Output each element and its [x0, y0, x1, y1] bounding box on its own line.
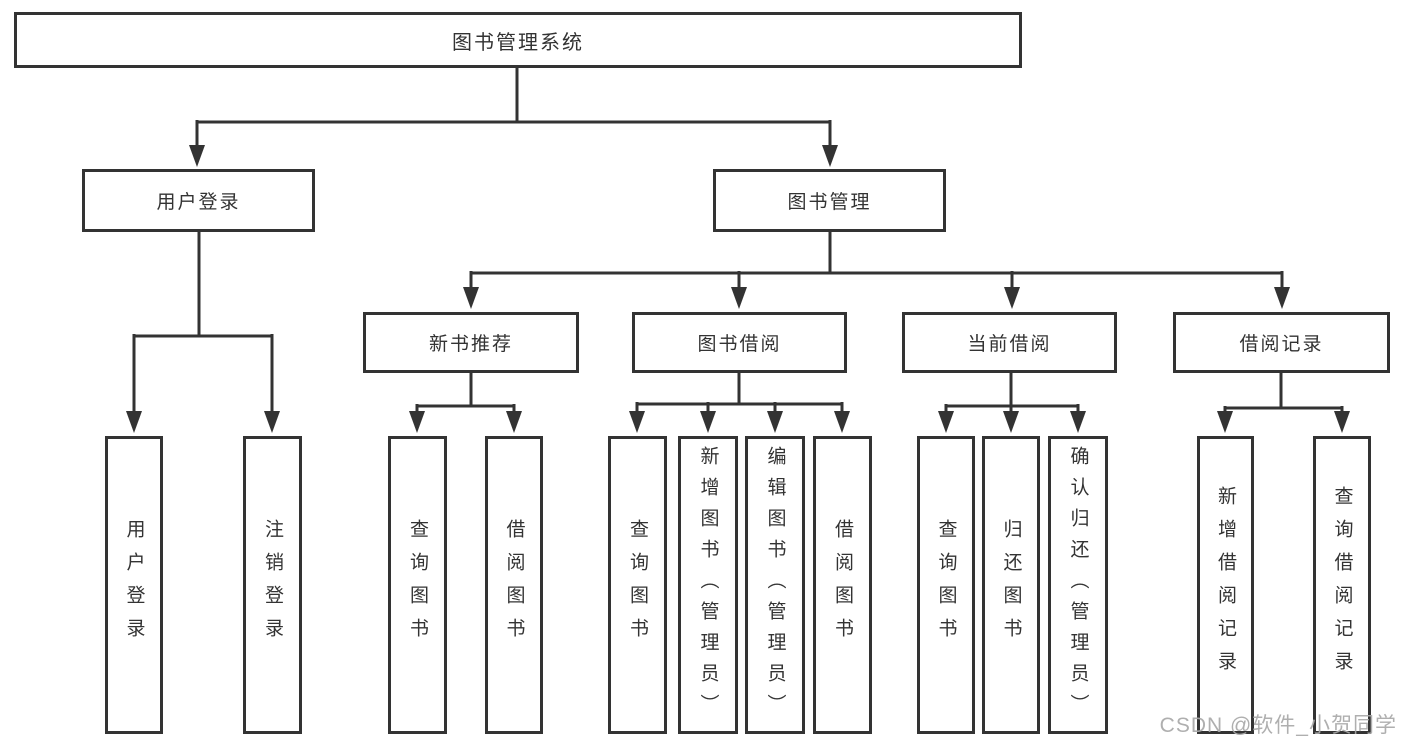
leaf-borrow-books-borrowing-label: 借阅图书: [832, 519, 853, 651]
node-current-borrowing: 当前借阅: [902, 312, 1117, 373]
node-root: 图书管理系统: [14, 12, 1022, 68]
node-book-management: 图书管理: [713, 169, 946, 232]
leaf-add-book-admin-label: 新增图书（管理员）: [697, 445, 719, 725]
node-current-borrowing-label: 当前借阅: [967, 334, 1052, 355]
node-borrowing-records: 借阅记录: [1173, 312, 1390, 373]
leaf-logout-label: 注销登录: [262, 519, 283, 651]
leaf-query-books-current: 查询图书: [917, 436, 975, 734]
node-new-book-recommend: 新书推荐: [363, 312, 579, 373]
leaf-query-books-borrowing-label: 查询图书: [627, 519, 648, 651]
leaf-borrow-books-recommend: 借阅图书: [485, 436, 543, 734]
leaf-query-books-borrowing: 查询图书: [608, 436, 667, 734]
node-book-borrowing: 图书借阅: [632, 312, 847, 373]
leaf-query-books-recommend-label: 查询图书: [407, 519, 428, 651]
node-user-login-label: 用户登录: [156, 192, 241, 213]
leaf-return-book-label: 归还图书: [1000, 519, 1022, 651]
leaf-logout: 注销登录: [243, 436, 302, 734]
leaf-add-book-admin: 新增图书（管理员）: [678, 436, 738, 734]
leaf-edit-book-admin-label: 编辑图书（管理员）: [764, 445, 786, 725]
node-user-login: 用户登录: [82, 169, 315, 232]
leaf-return-book: 归还图书: [982, 436, 1040, 734]
leaf-confirm-return-admin: 确认归还（管理员）: [1048, 436, 1108, 734]
watermark: CSDN @软件_小贺同学: [1159, 714, 1397, 737]
leaf-borrow-books-borrowing: 借阅图书: [813, 436, 872, 734]
leaf-edit-book-admin: 编辑图书（管理员）: [745, 436, 805, 734]
node-book-management-label: 图书管理: [787, 192, 872, 213]
node-root-label: 图书管理系统: [452, 31, 584, 54]
leaf-add-borrow-record: 新增借阅记录: [1197, 436, 1254, 734]
node-borrowing-records-label: 借阅记录: [1239, 334, 1324, 355]
node-book-borrowing-label: 图书借阅: [697, 334, 782, 355]
leaf-borrow-books-recommend-label: 借阅图书: [503, 519, 525, 651]
leaf-user-login: 用户登录: [105, 436, 163, 734]
leaf-query-books-current-label: 查询图书: [935, 519, 957, 651]
leaf-confirm-return-admin-label: 确认归还（管理员）: [1067, 445, 1089, 725]
leaf-query-borrow-record: 查询借阅记录: [1313, 436, 1371, 734]
leaf-query-books-recommend: 查询图书: [388, 436, 447, 734]
leaf-user-login-label: 用户登录: [123, 519, 145, 651]
node-new-book-recommend-label: 新书推荐: [428, 334, 513, 355]
leaf-add-borrow-record-label: 新增借阅记录: [1215, 486, 1236, 684]
leaf-query-borrow-record-label: 查询借阅记录: [1331, 486, 1353, 684]
